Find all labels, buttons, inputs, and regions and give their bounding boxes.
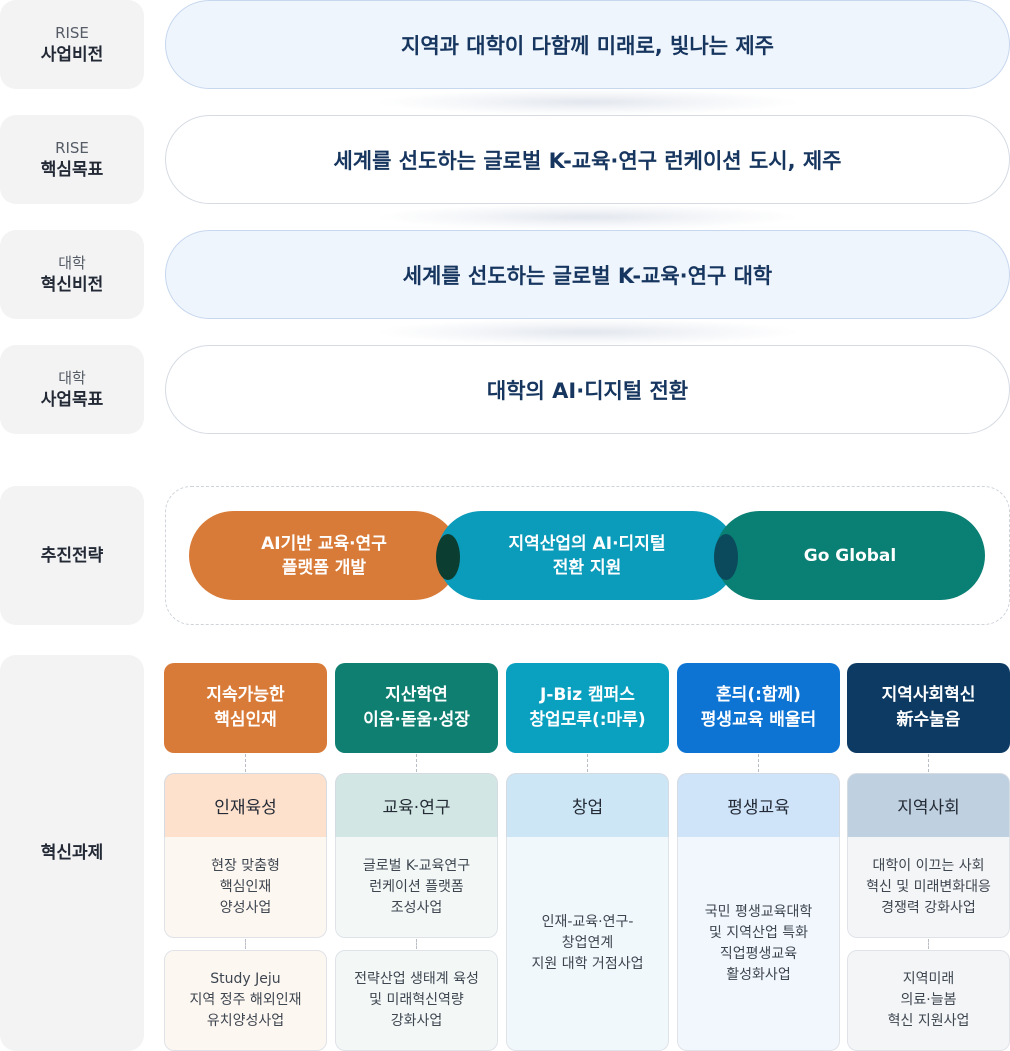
task-card: 현장 맞춤형 핵심인재 양성사업: [164, 837, 327, 938]
univ-vision-pill: 세계를 선도하는 글로벌 K-교육·연구 대학: [165, 230, 1010, 319]
card-line: 직업평생교육: [719, 945, 798, 962]
dotted-connector: [245, 939, 246, 949]
strategy-line2: 전환 지원: [552, 557, 622, 578]
label-main: 핵심목표: [40, 159, 104, 180]
card-line: 지원 대학 거점사업: [531, 956, 644, 972]
card-line: 혁신 및 미래변화대응: [866, 878, 991, 895]
task-head-line1: 혼듸(:함께): [716, 685, 801, 705]
rise-goal-label: RISE 핵심목표: [0, 115, 144, 204]
strategy-line1: Go Global: [803, 545, 897, 566]
dotted-connector: [416, 754, 417, 772]
strategy-label: 추진전략: [0, 486, 144, 625]
dotted-connector: [758, 754, 759, 772]
dotted-connector: [928, 754, 929, 772]
strategy-overlap: [714, 534, 738, 580]
task-head-line2: 창업모루(:마루): [529, 710, 646, 730]
card-line: 경쟁력 강화사업: [881, 899, 976, 916]
row-connector: [380, 319, 795, 345]
label-sub: 대학: [58, 368, 86, 387]
task-head-line2: 평생교육 배울터: [700, 710, 817, 730]
task-head-startup: J-Biz 캠퍼스 창업모루(:마루): [506, 663, 669, 753]
card-line: 글로벌 K-교육연구: [362, 857, 471, 874]
label-main: 추진전략: [40, 545, 104, 566]
task-category-education: 교육·연구: [335, 773, 498, 837]
task-category-startup: 창업: [506, 773, 669, 837]
task-category-lifelong: 평생교육: [677, 773, 840, 837]
task-head-line1: 지속가능한: [206, 685, 285, 705]
task-card: 전략산업 생태계 육성 및 미래혁신역량 강화사업: [335, 950, 498, 1051]
tasks-label: 혁신과제: [0, 655, 144, 1051]
task-card: 지역미래 의료·늘봄 혁신 지원사업: [847, 950, 1010, 1051]
univ-goal-label: 대학 사업목표: [0, 345, 144, 434]
strategy-overlap: [436, 534, 460, 580]
label-sub: 대학: [58, 253, 86, 272]
card-line: 지역미래: [902, 971, 955, 987]
task-card: Study Jeju 지역 정주 해외인재 유치양성사업: [164, 950, 327, 1051]
strategy-regional-industry: 지역산업의 AI·디지털 전환 지원: [437, 511, 737, 600]
card-line: 인재-교육·연구-: [541, 914, 634, 930]
label-main: 사업비전: [40, 44, 104, 65]
dotted-connector: [245, 754, 246, 772]
card-line: 의료·늘봄: [900, 992, 957, 1008]
label-main: 사업목표: [40, 389, 104, 410]
rise-vision-label: RISE 사업비전: [0, 0, 144, 89]
strategy-line2: 플랫폼 개발: [281, 557, 367, 578]
task-head-line2: 핵심인재: [214, 710, 277, 730]
task-card: 국민 평생교육대학 및 지역산업 특화 직업평생교육 활성화사업: [677, 837, 840, 1051]
card-line: 대학이 이끄는 사회: [872, 857, 985, 874]
card-line: 및 미래혁신역량: [369, 992, 464, 1008]
card-line: 유치양성사업: [206, 1013, 285, 1029]
task-category-talent: 인재육성: [164, 773, 327, 837]
univ-goal-pill: 대학의 AI·디지털 전환: [165, 345, 1010, 434]
card-line: 및 지역산업 특화: [708, 924, 809, 941]
card-line: 핵심인재: [219, 878, 272, 895]
dotted-connector: [587, 754, 588, 772]
task-card: 글로벌 K-교육연구 런케이션 플랫폼 조성사업: [335, 837, 498, 938]
task-head-line1: 지역사회혁신: [881, 685, 976, 705]
card-line: 혁신 지원사업: [887, 1013, 970, 1029]
card-line: 지역 정주 해외인재: [189, 992, 302, 1008]
card-line: 런케이션 플랫폼: [369, 878, 464, 895]
strategy-line1: 지역산업의 AI·디지털: [508, 533, 666, 554]
card-line: 국민 평생교육대학: [704, 903, 813, 920]
task-card: 인재-교육·연구- 창업연계 지원 대학 거점사업: [506, 837, 669, 1051]
row-connector: [380, 89, 795, 115]
task-head-line2: 이음·돋움·성장: [363, 710, 470, 730]
task-head-line1: J-Biz 캠퍼스: [540, 685, 635, 705]
strategy-line1: AI기반 교육·연구: [261, 533, 387, 554]
task-category-community: 지역사회: [847, 773, 1010, 837]
label-sub: RISE: [55, 138, 89, 157]
card-line: 활성화사업: [726, 966, 791, 983]
card-line: 조성사업: [390, 899, 443, 916]
card-line: 창업연계: [561, 935, 614, 951]
rise-goal-pill: 세계를 선도하는 글로벌 K-교육·연구 런케이션 도시, 제주: [165, 115, 1010, 204]
card-line: Study Jeju: [210, 971, 281, 987]
dotted-connector: [928, 939, 929, 949]
label-main: 혁신비전: [40, 274, 104, 295]
card-line: 강화사업: [390, 1013, 443, 1029]
task-head-line1: 지산학연: [385, 685, 448, 705]
label-main: 혁신과제: [40, 843, 104, 863]
strategy-ai-platform: AI기반 교육·연구 플랫폼 개발: [189, 511, 459, 600]
task-card: 대학이 이끄는 사회 혁신 및 미래변화대응 경쟁력 강화사업: [847, 837, 1010, 938]
row-connector: [380, 204, 795, 230]
card-line: 현장 맞춤형: [211, 857, 280, 874]
card-line: 양성사업: [219, 899, 272, 916]
card-line: 전략산업 생태계 육성: [354, 971, 479, 987]
dotted-connector: [416, 939, 417, 949]
rise-vision-pill: 지역과 대학이 다함께 미래로, 빛나는 제주: [165, 0, 1010, 89]
task-head-talent: 지속가능한 핵심인재: [164, 663, 327, 753]
task-head-community: 지역사회혁신 新수눌음: [847, 663, 1010, 753]
task-head-lifelong: 혼듸(:함께) 평생교육 배울터: [677, 663, 840, 753]
task-head-collaboration: 지산학연 이음·돋움·성장: [335, 663, 498, 753]
task-head-line2: 新수눌음: [896, 710, 961, 730]
univ-vision-label: 대학 혁신비전: [0, 230, 144, 319]
strategy-go-global: Go Global: [715, 511, 985, 600]
label-sub: RISE: [55, 23, 89, 42]
